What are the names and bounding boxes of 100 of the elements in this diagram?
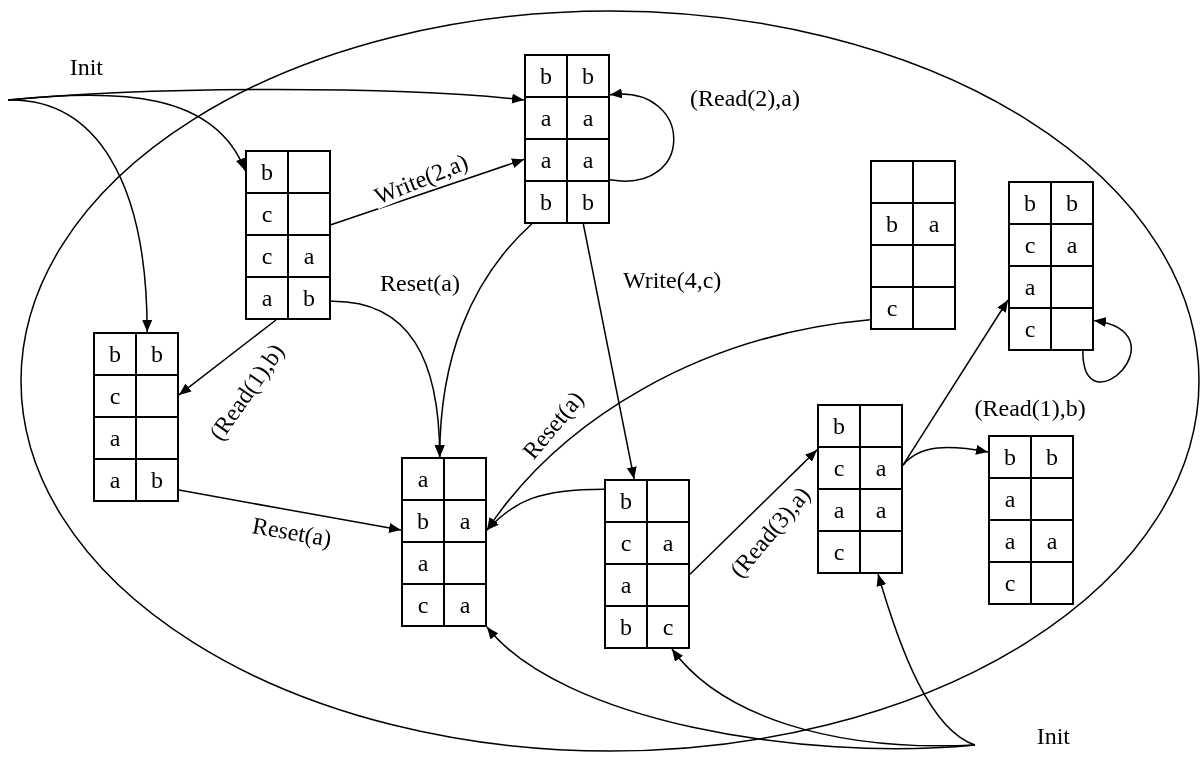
table-cell: a <box>1052 225 1092 265</box>
table-cell: a <box>568 140 608 180</box>
table-cell: a <box>247 278 287 318</box>
state-table <box>245 150 331 320</box>
table-cell: a <box>289 236 329 276</box>
state-table <box>401 457 487 627</box>
self-loop-arrow <box>1082 318 1132 383</box>
transition-arrow <box>902 299 1009 466</box>
table-cell <box>445 543 485 583</box>
table-cell: b <box>137 460 177 500</box>
table-cell: b <box>1032 437 1072 477</box>
table-cell: a <box>568 98 608 138</box>
table-cell: a <box>819 490 859 530</box>
state-table <box>604 479 690 649</box>
table-cell <box>872 246 912 286</box>
table-cell: a <box>648 523 688 563</box>
table-cell: c <box>1010 309 1050 349</box>
table-cell: b <box>1010 183 1050 223</box>
transition-arrow <box>689 449 818 575</box>
state-table <box>93 332 179 502</box>
ellipse-boundary <box>20 10 1200 752</box>
table-cell: c <box>606 523 646 563</box>
transition-arrow <box>330 158 525 226</box>
state-table <box>817 404 903 574</box>
table-cell <box>872 162 912 202</box>
state-table <box>1008 181 1094 351</box>
transition-arrow <box>671 648 976 747</box>
table-cell: b <box>289 278 329 318</box>
table-cell: a <box>95 418 135 458</box>
table-cell: a <box>526 140 566 180</box>
table-cell: b <box>95 334 135 374</box>
table-cell: c <box>648 607 688 647</box>
table-cell: a <box>606 565 646 605</box>
table-cell: b <box>137 334 177 374</box>
table-cell: a <box>526 98 566 138</box>
table-cell <box>648 481 688 521</box>
table-cell: b <box>606 481 646 521</box>
table-cell: c <box>990 563 1030 603</box>
table-cell <box>1032 479 1072 519</box>
table-cell <box>914 246 954 286</box>
table-cell <box>1052 267 1092 307</box>
table-cell: a <box>861 490 901 530</box>
table-cell: b <box>606 607 646 647</box>
table-cell <box>648 565 688 605</box>
table-cell: b <box>819 406 859 446</box>
table-cell: a <box>1010 267 1050 307</box>
self-loop-arrow <box>609 89 675 182</box>
table-cell <box>861 406 901 446</box>
state-table <box>988 435 1074 605</box>
table-cell <box>914 162 954 202</box>
table-cell: b <box>526 182 566 222</box>
state-table <box>870 160 956 330</box>
edge-label: (Read(1),b) <box>972 396 1088 420</box>
table-cell: c <box>1010 225 1050 265</box>
table-cell: b <box>568 182 608 222</box>
transition-arrow <box>582 223 637 480</box>
init-label: Init <box>975 718 1070 748</box>
table-cell: a <box>990 521 1030 561</box>
transition-arrow <box>486 319 871 531</box>
transition-arrow <box>178 489 402 533</box>
transition-arrow <box>486 488 605 531</box>
table-cell: b <box>872 204 912 244</box>
transition-arrow <box>902 445 989 466</box>
table-cell: b <box>1052 183 1092 223</box>
table-cell <box>861 532 901 572</box>
table-cell <box>137 418 177 458</box>
table-cell: b <box>403 501 443 541</box>
table-cell <box>1052 309 1092 349</box>
table-cell: c <box>819 532 859 572</box>
table-cell: b <box>247 152 287 192</box>
table-cell: a <box>95 460 135 500</box>
table-cell: a <box>403 459 443 499</box>
table-cell: a <box>445 501 485 541</box>
table-cell <box>914 288 954 328</box>
table-cell <box>445 459 485 499</box>
table-cell: c <box>247 194 287 234</box>
transition-arrow <box>178 319 277 396</box>
table-cell <box>289 152 329 192</box>
edge-label: Reset(a) <box>378 271 462 295</box>
table-cell <box>289 194 329 234</box>
table-cell: a <box>1032 521 1072 561</box>
edge-label: (Read(2),a) <box>688 86 802 110</box>
table-cell: a <box>990 479 1030 519</box>
table-cell: b <box>526 56 566 96</box>
init-label: Init <box>8 55 103 102</box>
table-cell: c <box>819 448 859 488</box>
table-cell: b <box>568 56 608 96</box>
table-cell: a <box>914 204 954 244</box>
table-cell: a <box>403 543 443 583</box>
table-cell: a <box>445 585 485 625</box>
table-cell: c <box>95 376 135 416</box>
table-cell: c <box>403 585 443 625</box>
transition-arrow <box>876 573 976 746</box>
transition-arrow <box>7 99 152 333</box>
table-cell: b <box>990 437 1030 477</box>
table-cell: c <box>872 288 912 328</box>
table-cell <box>1032 563 1072 603</box>
state-table <box>524 54 610 224</box>
table-cell: c <box>247 236 287 276</box>
table-cell <box>137 376 177 416</box>
